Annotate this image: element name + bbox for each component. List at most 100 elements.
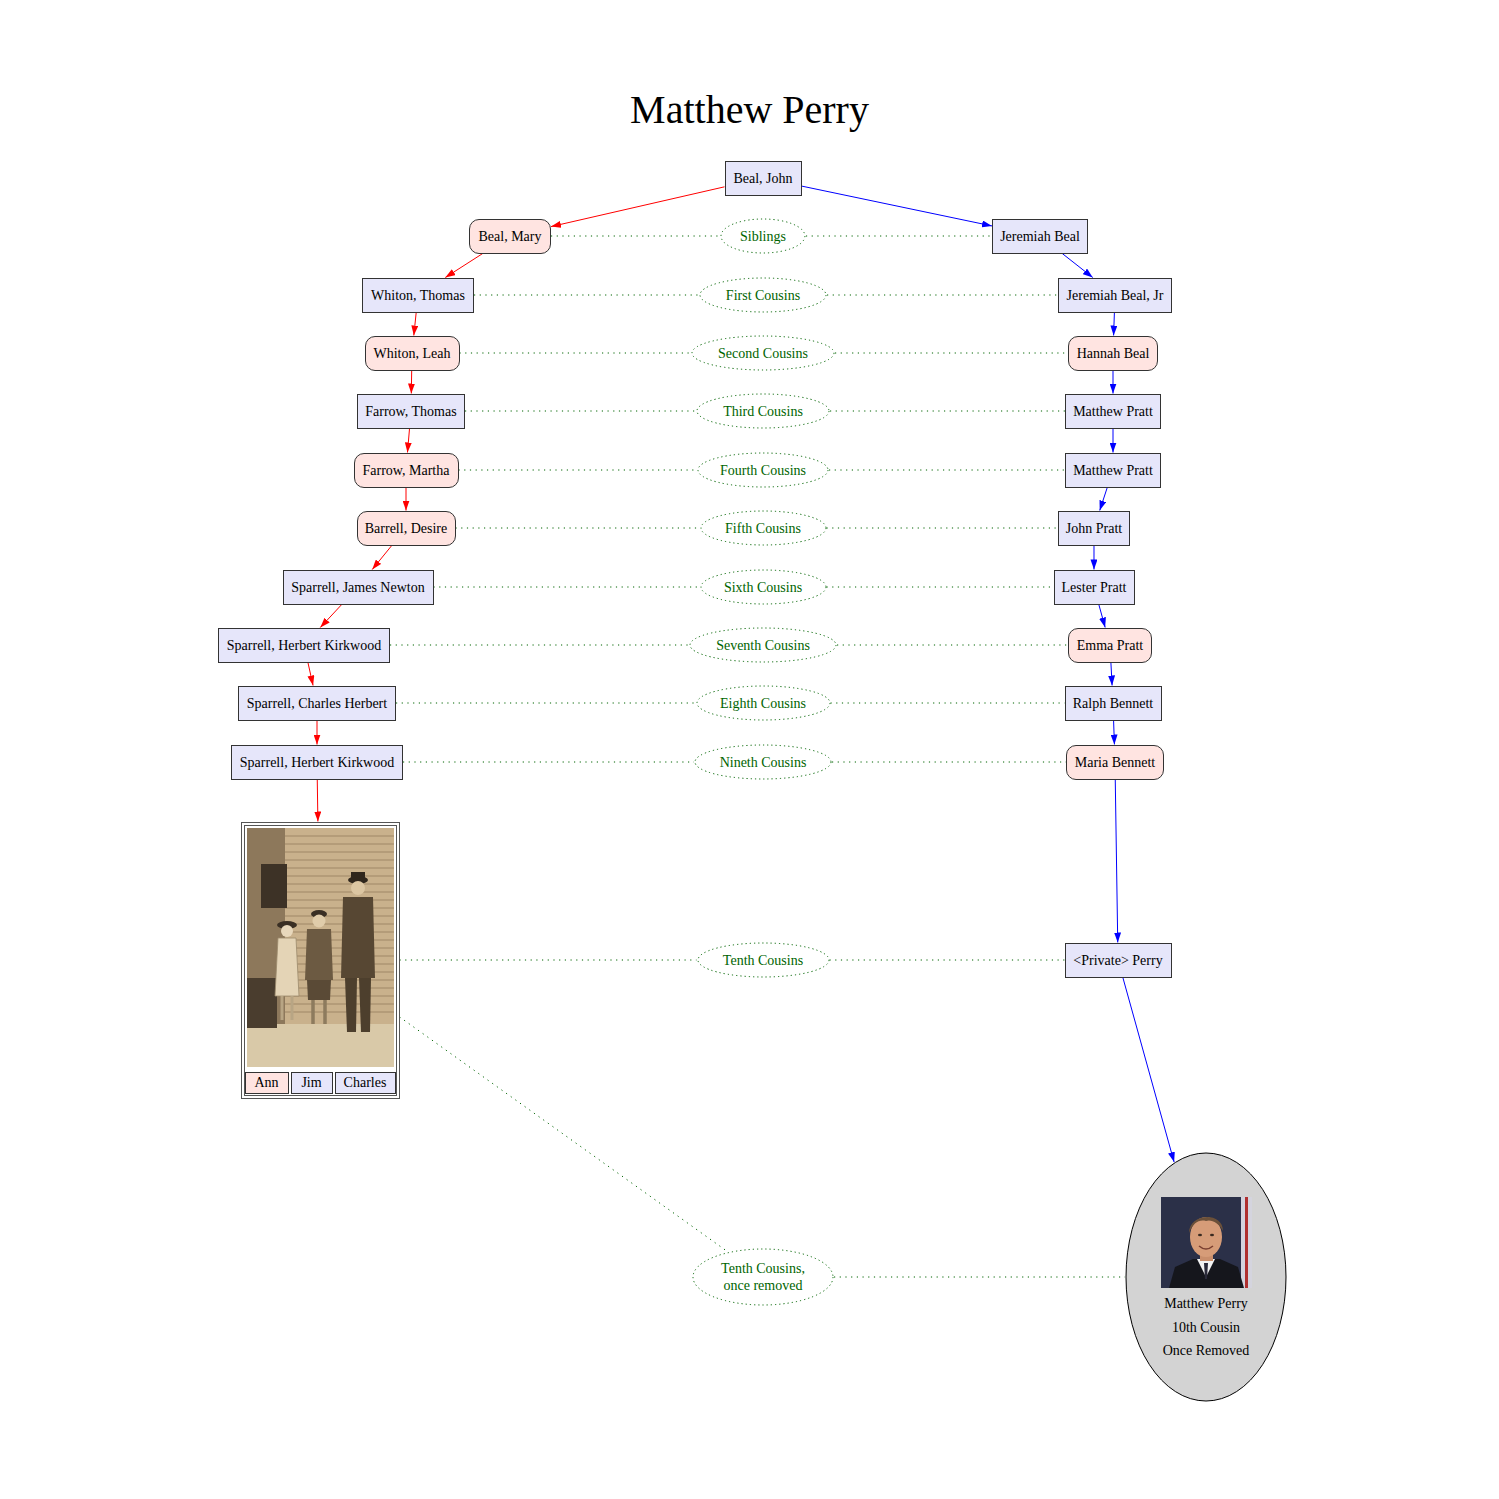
photo-detail [1161, 1197, 1252, 1288]
relationship-label: Seventh Cousins [716, 637, 810, 654]
person-name: Matthew Pratt [1073, 403, 1153, 420]
relationship-line [474, 295, 699, 296]
person-name: Charles [344, 1074, 387, 1091]
portrait-photo [1161, 1197, 1252, 1288]
person-box: Jeremiah Beal, Jr [1058, 278, 1172, 313]
relationship-line [390, 645, 689, 646]
person-box: Matthew Pratt [1065, 453, 1161, 488]
ellipse-shape [700, 278, 826, 312]
descent-arrow [317, 721, 318, 745]
photo-detail [1189, 1217, 1223, 1233]
relationship-line [396, 703, 696, 704]
photo-detail [285, 995, 394, 996]
ellipse-shape [1126, 1153, 1286, 1401]
person-box: Matthew Pratt [1065, 394, 1161, 429]
person-box: Whiton, Leah [365, 336, 460, 371]
person-name: Jeremiah Beal, Jr [1067, 287, 1164, 304]
person-box: Barrell, Desire [357, 511, 456, 546]
person-name: Sparrell, James Newton [291, 579, 424, 596]
diagram-title: Matthew Perry [0, 86, 1499, 133]
descent-arrow [1062, 254, 1093, 278]
photo-detail [281, 925, 293, 937]
photo-detail [285, 1011, 394, 1012]
person-box: Sparrell, James Newton [283, 570, 434, 605]
person-box: Emma Pratt [1068, 628, 1152, 663]
descent-arrow [551, 187, 725, 227]
ellipse-shape [690, 628, 836, 662]
photo-detail [285, 931, 394, 932]
relationship-ellipse: Second Cousins [691, 335, 835, 371]
photo-detail [351, 872, 365, 880]
relationship-ellipse: Nineth Cousins [694, 744, 832, 780]
person-name: Farrow, Thomas [365, 403, 456, 420]
ellipse-shape [697, 686, 830, 720]
photo-detail [1198, 1234, 1202, 1237]
photo-detail [275, 938, 299, 996]
photo-detail [307, 980, 331, 1000]
person-box: Ralph Bennett [1065, 686, 1162, 721]
person-name: Beal, John [733, 170, 792, 187]
ellipse-shape [698, 943, 829, 977]
photo-detail [1245, 1197, 1248, 1288]
descent-arrow [411, 371, 412, 394]
relationship-label: Tenth Cousins [723, 952, 803, 969]
photo-detail [341, 897, 375, 978]
descent-arrow [406, 488, 407, 511]
relationship-line [830, 411, 1065, 412]
photo-detail [285, 835, 394, 836]
relationship-line [459, 470, 698, 471]
person-name: Whiton, Leah [374, 345, 451, 362]
person-name: Whiton, Thomas [371, 287, 465, 304]
descent-arrow [1115, 780, 1117, 943]
photo-detail [261, 864, 287, 908]
relationship-line [829, 470, 1065, 471]
relationship-label: Fifth Cousins [725, 520, 801, 537]
relationship-line [835, 353, 1068, 354]
descent-arrow [802, 186, 993, 226]
ellipse-shape [721, 219, 805, 253]
photo-detail [1204, 1263, 1208, 1279]
person-name: Lester Pratt [1062, 579, 1127, 596]
person-name: Barrell, Desire [365, 520, 447, 537]
photo-detail [285, 939, 394, 940]
relationship-line [830, 960, 1065, 961]
relationship-line [827, 528, 1058, 529]
photo-detail [285, 899, 394, 900]
relationship-ellipse: Tenth Cousins [697, 942, 830, 978]
person-name: Sparrell, Herbert Kirkwood [227, 637, 381, 654]
relationship-line [806, 236, 992, 237]
relationship-ellipse: Siblings [720, 218, 806, 254]
person-box: Sparrell, Herbert Kirkwood [218, 628, 390, 663]
ellipse-outline [692, 1248, 834, 1306]
descent-arrow [1111, 663, 1112, 686]
person-box: Maria Bennett [1066, 745, 1164, 780]
ellipse-shape [697, 394, 829, 428]
person-name: Ralph Bennett [1073, 695, 1154, 712]
relationship-label: Nineth Cousins [720, 754, 807, 771]
photo-detail [1210, 1234, 1214, 1237]
person-name: Sparrell, Herbert Kirkwood [240, 754, 394, 771]
relationship-line [834, 1277, 1125, 1278]
person-name: <Private> Perry [1073, 952, 1162, 969]
photo-detail [285, 971, 394, 972]
relationship-ellipse: Tenth Cousins, once removed [692, 1248, 834, 1306]
photo-detail [285, 1003, 394, 1004]
descent-arrow [407, 429, 409, 453]
ellipse-shape [698, 453, 828, 487]
relationship-line [456, 528, 700, 529]
descent-arrow [445, 254, 482, 278]
name-tag: Jim [291, 1072, 333, 1094]
name-tag: Charles [335, 1072, 396, 1094]
photo-detail [285, 867, 394, 868]
relationship-ellipse: Seventh Cousins [689, 627, 837, 663]
relationship-label: Siblings [740, 228, 786, 245]
photo-detail [311, 1000, 315, 1024]
ellipse-shape [693, 1249, 833, 1305]
photo-detail [247, 828, 394, 1067]
relationship-line [827, 587, 1054, 588]
photo-detail [247, 978, 277, 1028]
relationship-ellipse: Third Cousins [696, 393, 830, 429]
person-box: Beal, Mary [469, 219, 551, 254]
descent-arrow [1093, 546, 1094, 570]
